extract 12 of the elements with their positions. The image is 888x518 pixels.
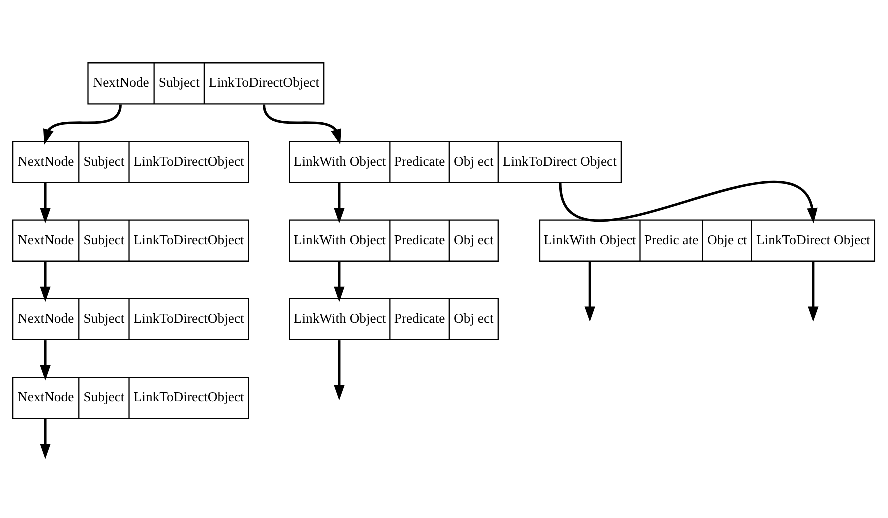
arrow (40, 418, 51, 459)
arrow (43, 104, 122, 144)
arrow (334, 182, 345, 224)
arrow (334, 340, 345, 400)
arrow (334, 261, 345, 302)
arrow (40, 340, 51, 380)
arrow (40, 182, 51, 224)
arrow (808, 261, 819, 322)
arrow (559, 180, 818, 224)
arrow (263, 104, 342, 144)
arrow (40, 261, 51, 302)
arrow (584, 261, 596, 322)
